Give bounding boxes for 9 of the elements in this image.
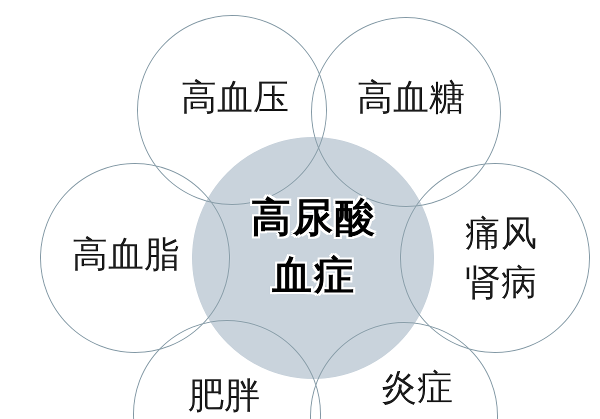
topic-label: 高血脂 [72,234,180,278]
topic-label: 炎症 [381,366,453,411]
topic-label: 高血压 [181,76,289,121]
center-label: 高尿酸血症 [250,194,378,301]
topic-label: 高血糖 [357,76,465,121]
topic-circle [40,163,230,353]
topic-label: 痛风肾病 [464,212,538,305]
topic-circle [400,163,590,353]
topic-label: 肥胖 [188,374,260,419]
